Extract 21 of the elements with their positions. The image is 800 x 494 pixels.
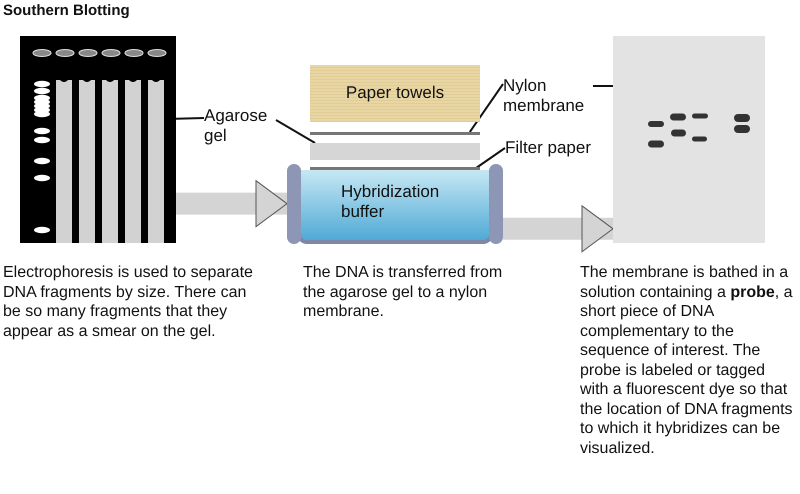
gel-drawing [20, 36, 176, 243]
blot-membrane-drawing [613, 36, 765, 243]
description-text: The membrane is bathed in a solution containing a probe, a short piece of DNA complementary to the sequence of interest. The probe is labeled or tagged with a fluorescent dye so that the location of DNA fragments to which it hybridizes can be visualized. [580, 263, 794, 458]
block-arrow [503, 205, 614, 252]
leader-line [468, 83, 504, 133]
leader-line [176, 117, 204, 120]
node-text: Hybridization buffer [341, 182, 440, 222]
node-text: Paper towels [344, 82, 446, 103]
leader-line [276, 119, 316, 144]
callout-text: Filter paper [505, 138, 591, 158]
leader-line [593, 85, 613, 87]
gel-slab [310, 143, 480, 160]
diagram-title: Southern Blotting [3, 2, 130, 19]
description-text: Electrophoresis is used to separate DNA fragments by size. There can be so many fragments that they appear as a smear on the gel. [3, 263, 253, 341]
callout-text: Agarose gel [204, 106, 268, 146]
description-text: The DNA is transferred from the agarose gel to a nylon membrane. [303, 263, 504, 322]
paper-towels-block [310, 65, 480, 122]
callout-text: Nylon membrane [503, 76, 586, 116]
membrane-sheet [310, 132, 480, 135]
block-arrow [176, 180, 288, 228]
filter-paper-sheet [310, 167, 480, 170]
